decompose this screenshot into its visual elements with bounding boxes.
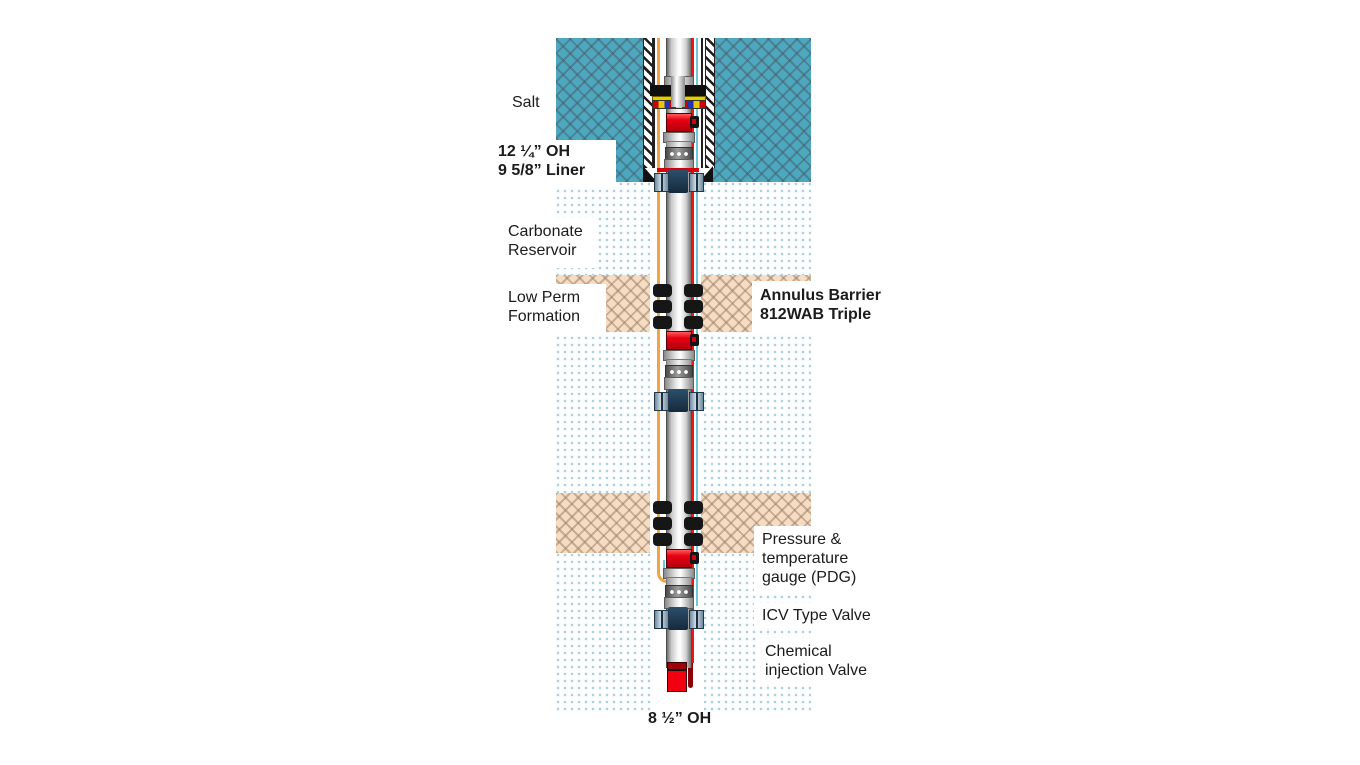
label-box-pdg [754,526,882,594]
red-control-valve-upper-port [690,116,699,128]
liner-top-valve-body [668,170,688,193]
annulus-barrier-lower-element-3-left [653,533,672,546]
label-box-chemical [756,638,884,686]
label-annulus-barrier: Annulus Barrier 812WAB Triple [760,286,881,324]
red-control-valve-middle [666,331,692,350]
chemical-injection-valve [667,662,687,692]
label-box-annulus-barrier [752,281,908,333]
annulus-barrier-upper-element-3-right [684,316,703,329]
annulus-barrier-lower-element-2-left [653,517,672,530]
liner-top-valve-right-slip [689,173,704,192]
label-low-perm-line2: Formation [508,308,581,325]
label-pdg-line2: temperature [762,550,849,567]
flow-control-valve-middle-left-slip [654,392,669,411]
label-salt: Salt [512,94,540,111]
label-chemical-line2: injection Valve [765,662,867,679]
icv-lower-valve-left-slip [654,610,669,629]
annulus-barrier-upper-element-2-right [684,300,703,313]
red-control-valve-upper [666,113,692,132]
label-chemical-injection: Chemical injection Valve [765,642,867,680]
icv-lower-valve-body [668,607,688,630]
label-icv: ICV Type Valve [762,607,871,624]
pressure-temperature-gauge-pdg [666,549,692,568]
label-hole-bottom: 8 ½” OH [648,710,712,727]
flow-control-valve-middle-body [668,389,688,412]
salt-formation-right [712,38,811,182]
liner-top-valve-left-slip [654,173,669,192]
label-low-perm-formation: Low Perm Formation [508,288,580,326]
label-pdg-line1: Pressure & [762,531,842,548]
casing-hatch-right [705,38,715,168]
annulus-barrier-lower-element-1-right [684,501,703,514]
pdg-port [690,552,699,564]
tubing-hanger-center-slot [671,76,685,107]
annulus-barrier-lower-element-3-right [684,533,703,546]
control-line-orange [657,38,660,558]
label-carbonate-line1: Carbonate [508,223,583,240]
label-box-icv [754,603,886,630]
flow-control-valve-middle-right-slip [689,392,704,411]
control-line-red-terminal [688,663,693,688]
control-line-orange-loop [657,554,672,583]
annulus-barrier-lower-element-1-left [653,501,672,514]
label-hole-liner-line2: 9 5/8” Liner [498,162,586,179]
label-low-perm-line1: Low Perm [508,289,581,306]
annulus-barrier-lower-element-2-right [684,517,703,530]
label-carbonate-reservoir: Carbonate Reservoir [508,222,583,260]
annulus-barrier-upper-element-1-right [684,284,703,297]
label-box-carbonate [496,218,596,268]
label-hole-liner-line1: 12 ¼” OH [498,143,571,160]
annulus-barrier-upper-element-1-left [653,284,672,297]
red-control-valve-middle-port [690,334,699,346]
label-hole-liner: 12 ¼” OH 9 5/8” Liner [498,142,585,180]
icv-lower-valve-right-slip [689,610,704,629]
label-box-hole-liner [494,140,616,186]
label-annulus-line1: Annulus Barrier [760,287,881,304]
label-box-low-perm [496,284,606,336]
label-carbonate-line2: Reservoir [508,242,577,259]
label-pdg-line3: gauge (PDG) [762,569,857,586]
label-annulus-line2: 812WAB Triple [760,306,872,323]
annulus-barrier-upper-element-2-left [653,300,672,313]
label-pdg: Pressure & temperature gauge (PDG) [762,530,856,587]
label-chemical-line1: Chemical [765,643,832,660]
annulus-barrier-upper-element-3-left [653,316,672,329]
